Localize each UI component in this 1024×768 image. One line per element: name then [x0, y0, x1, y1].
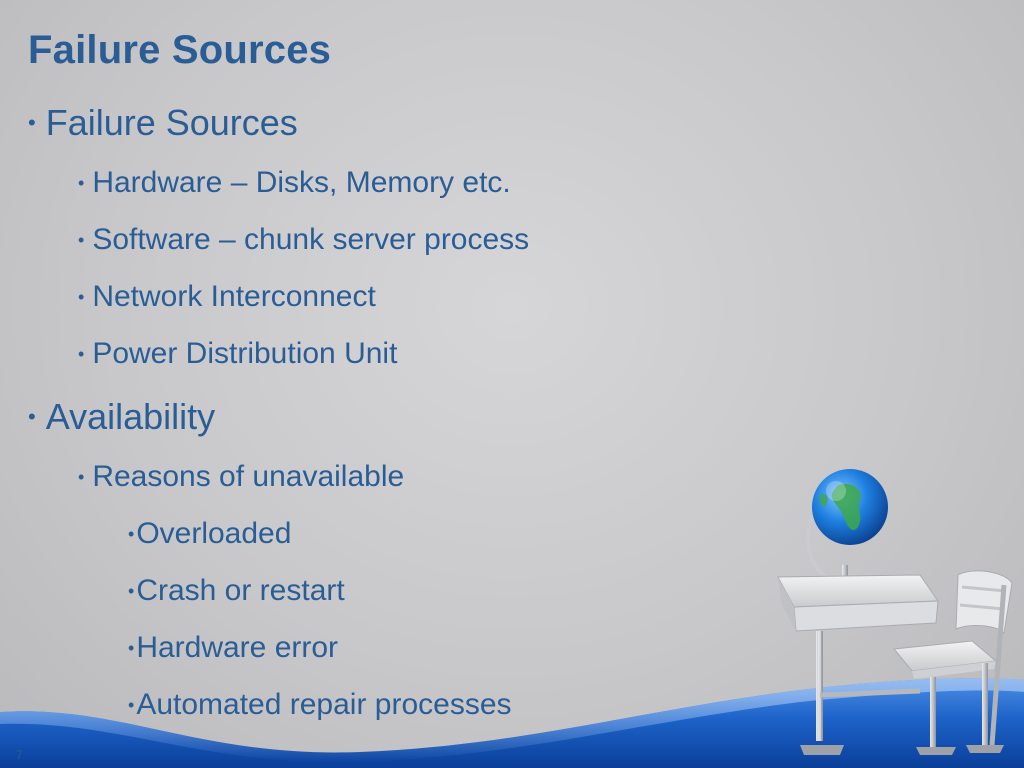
bullet-dot-icon: •	[128, 580, 135, 601]
bullet-dot-icon: •	[128, 637, 135, 658]
slide-title: Failure Sources	[28, 28, 332, 72]
bullet-dot-icon: •	[28, 404, 36, 429]
bullet-text: Network Interconnect	[92, 280, 376, 313]
school-desk-with-globe-icon	[777, 469, 1013, 755]
bullet-text: Hardware – Disks, Memory etc.	[92, 166, 511, 199]
page-number: 7	[16, 748, 23, 762]
bullet-text: Power Distribution Unit	[92, 337, 398, 370]
bullet-text: Overloaded	[136, 517, 292, 550]
bullet-text: Failure Sources	[45, 102, 298, 143]
bullet-item: • Overloaded	[128, 517, 291, 551]
footer-wave	[0, 678, 1024, 768]
bullet-text: Software – chunk server process	[92, 223, 530, 256]
bullet-text: Availability	[45, 396, 216, 437]
bullet-dot-icon: •	[78, 466, 85, 487]
bullet-item: • Failure Sources	[28, 102, 298, 144]
bullet-text: Automated repair processes	[136, 688, 512, 721]
bullet-item: • Hardware error	[128, 631, 338, 665]
bullet-item: • Network Interconnect	[78, 280, 376, 314]
bullet-dot-icon: •	[128, 694, 135, 715]
bullet-list: • Failure Sources • Hardware – Disks, Me…	[28, 102, 529, 722]
bullet-dot-icon: •	[78, 343, 85, 364]
bullet-item: • Hardware – Disks, Memory etc.	[78, 166, 511, 200]
bullet-text: Crash or restart	[136, 574, 345, 607]
bullet-text: Reasons of unavailable	[92, 460, 405, 493]
bullet-item: • Reasons of unavailable	[78, 460, 404, 494]
bullet-item: • Availability	[28, 396, 215, 438]
bullet-item: • Crash or restart	[128, 574, 345, 608]
bullet-dot-icon: •	[78, 229, 85, 250]
bullet-dot-icon: •	[28, 110, 36, 135]
bullet-dot-icon: •	[78, 172, 85, 193]
bullet-item: • Software – chunk server process	[78, 223, 529, 257]
bullet-dot-icon: •	[128, 523, 135, 544]
bullet-item: • Power Distribution Unit	[78, 337, 397, 371]
bullet-item: • Automated repair processes	[128, 688, 512, 722]
bullet-dot-icon: •	[78, 286, 85, 307]
bullet-text: Hardware error	[136, 631, 339, 664]
